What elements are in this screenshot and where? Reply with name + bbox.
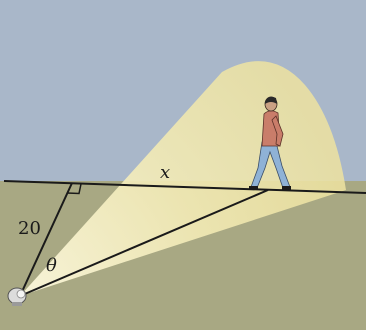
walker-legs — [250, 141, 291, 189]
label-20: 20 — [18, 218, 41, 239]
right-angle-marker — [66, 183, 82, 195]
walker-shoe-right — [282, 186, 291, 190]
walker-arm — [271, 115, 284, 147]
perpendicular-line — [19, 182, 73, 297]
beam-line — [19, 189, 269, 297]
label-theta: θ — [46, 255, 57, 276]
ground-line — [3, 180, 366, 194]
walker-shoe-left — [249, 186, 258, 190]
spotlight-icon — [7, 287, 27, 306]
walker-hair — [265, 96, 277, 104]
person-walking-icon — [249, 96, 291, 190]
label-x: x — [160, 162, 170, 183]
